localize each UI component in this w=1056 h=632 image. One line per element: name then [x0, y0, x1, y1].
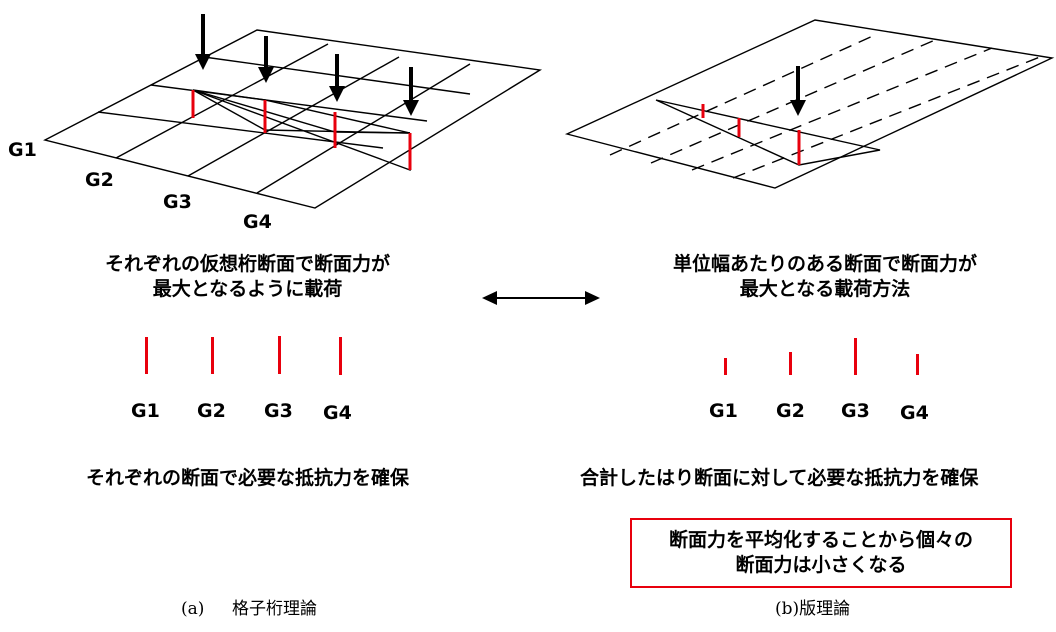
- bar-label-b-g4: G4: [900, 402, 929, 424]
- conclusion-a: それぞれの断面で必要な抵抗力を確保: [85, 467, 409, 489]
- girder-label-g3: G3: [163, 191, 192, 213]
- plate-influence-line: [655, 99, 881, 166]
- description-b: 単位幅あたりのある断面で断面力が 最大となる載荷方法: [605, 252, 1045, 302]
- result-bar-b-g2: [789, 352, 792, 375]
- influence-line-3: [192, 89, 411, 172]
- load-arrows-a: [195, 14, 419, 116]
- grid-outline: [43, 29, 543, 209]
- caption-a-prefix: (a): [181, 599, 205, 619]
- girder-label-g2: G2: [85, 169, 114, 191]
- result-bar-b-g1: [724, 358, 727, 375]
- conclusion-b: 合計したはり断面に対して必要な抵抗力を確保: [580, 467, 979, 489]
- description-b-line1: 単位幅あたりのある断面で断面力が: [672, 253, 977, 275]
- plate-outline: [564, 19, 1055, 189]
- bar-label-b-g2: G2: [776, 400, 805, 422]
- bar-label-a-g2: G2: [197, 400, 226, 422]
- bar-label-a-g3: G3: [264, 400, 293, 422]
- cross-beam-3: [256, 63, 471, 194]
- result-bar-a-g3: [278, 336, 281, 374]
- description-a-line2: 最大となるように載荷: [152, 278, 343, 300]
- result-bar-a-g4: [339, 337, 342, 375]
- lane-line-3: [691, 47, 993, 171]
- grillage-grid: [43, 29, 543, 209]
- bar-label-a-g1: G1: [131, 400, 160, 422]
- caption-a: 格子桁理論: [232, 599, 317, 619]
- plate-diagram: [564, 19, 1055, 189]
- lane-line-2: [650, 39, 936, 164]
- lane-line-4: [732, 54, 1046, 179]
- note-box: 断面力を平均化することから個々の 断面力は小さくなる: [630, 518, 1012, 588]
- cross-beam-2: [187, 56, 400, 177]
- note-line1: 断面力を平均化することから個々の: [668, 529, 973, 551]
- description-a: それぞれの仮想桁断面で断面力が 最大となるように載荷: [20, 252, 475, 302]
- lane-line-1: [609, 34, 876, 156]
- plate-red-sections: [701, 104, 801, 165]
- bar-label-b-g1: G1: [709, 400, 738, 422]
- result-bar-a-g2: [211, 337, 214, 374]
- bar-label-b-g3: G3: [841, 400, 870, 422]
- compare-arrow-icon: [482, 291, 600, 305]
- caption-b: (b)版理論: [775, 599, 851, 619]
- result-bar-a-g1: [145, 337, 148, 374]
- result-bar-b-g4: [916, 354, 919, 375]
- girder-label-g4: G4: [243, 211, 272, 233]
- note-line2: 断面力は小さくなる: [735, 554, 907, 576]
- description-a-line1: それぞれの仮想桁断面で断面力が: [104, 253, 390, 275]
- bar-label-a-g4: G4: [323, 402, 352, 424]
- description-b-line2: 最大となる載荷方法: [739, 278, 911, 300]
- result-bar-b-g3: [854, 338, 857, 375]
- grillage-red-sections: [191, 90, 412, 170]
- girder-label-g1: G1: [8, 139, 37, 161]
